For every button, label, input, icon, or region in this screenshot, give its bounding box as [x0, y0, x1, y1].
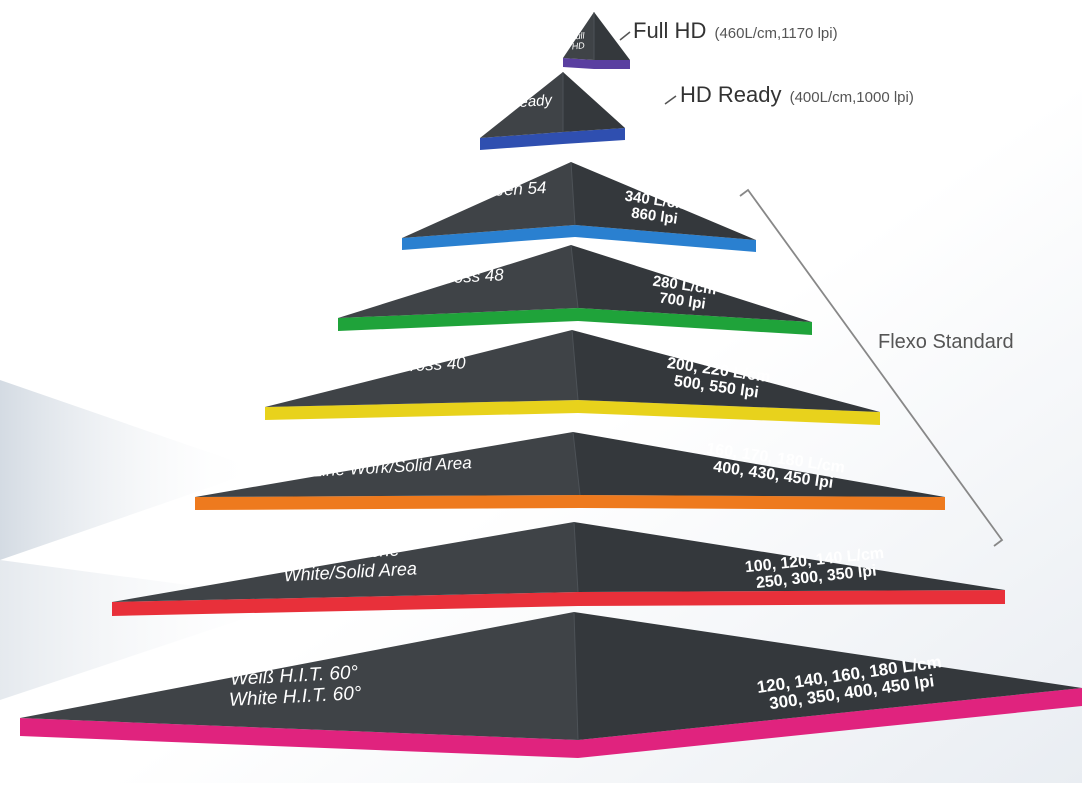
level-face-left — [338, 245, 578, 318]
level-name-line: HD — [571, 40, 585, 51]
level-name: Screen 54 — [469, 178, 547, 201]
level-name-line: Full — [570, 30, 586, 41]
callout-text: HD Ready (400L/cm,1000 lpi) — [680, 82, 914, 107]
callout-leader-line — [619, 31, 631, 41]
level-band-full-hd — [563, 58, 630, 69]
level-face-left — [20, 612, 578, 740]
pyramid-level-full-hd: FullHD — [563, 12, 630, 69]
background-streak — [0, 380, 260, 560]
level-name-line: Screen 54 — [469, 178, 547, 201]
level-face-right — [563, 72, 625, 132]
callout-title: Full HD — [633, 18, 712, 43]
flexo-standard-bracket: Flexo Standard — [739, 188, 1014, 547]
level-name: FullHD — [570, 30, 587, 51]
level-name-line: HD — [518, 76, 541, 94]
level-face-right — [573, 432, 945, 497]
level-band-white-solid — [112, 590, 1005, 616]
level-ridge-line — [573, 521, 579, 593]
callout-detail: (400L/cm,1000 lpi) — [790, 89, 914, 106]
bracket-label: Flexo Standard — [878, 331, 1014, 353]
bracket-line — [739, 188, 1004, 547]
callout-text: Full HD (460L/cm,1170 lpi) — [633, 18, 838, 43]
level-band-cross-40 — [265, 400, 880, 425]
level-ridge-line — [572, 431, 581, 496]
callout-detail: (460L/cm,1170 lpi) — [714, 25, 837, 42]
level-face-right — [571, 245, 812, 322]
level-band-screen-54 — [402, 225, 756, 252]
level-resolution-line: 700 lpi — [658, 289, 707, 312]
pyramid-level-white-hit: Weiß H.I.T. 60°White H.I.T. 60°120, 140,… — [20, 611, 1082, 758]
level-name: Cross 48 — [435, 265, 504, 288]
level-ridge-line — [570, 244, 579, 309]
level-name-line: Cross 40 — [397, 353, 466, 376]
level-name-line: Cross 48 — [435, 265, 504, 288]
level-face-right — [594, 12, 630, 60]
callout-leader-line — [664, 95, 677, 105]
level-band-white-hit — [20, 688, 1082, 758]
level-face-right — [571, 162, 756, 240]
level-ridge-line — [570, 161, 576, 226]
level-name: Cross 40 — [397, 353, 466, 376]
callout-title: HD Ready — [680, 82, 788, 107]
level-face-right — [574, 522, 1005, 592]
level-face-right — [574, 612, 1082, 740]
level-name: Weiß H.I.T. 60°White H.I.T. 60° — [227, 662, 362, 711]
level-name: Weiß/FlächeWhite/Solid Area — [282, 539, 417, 586]
level-band-hd-ready — [480, 128, 625, 150]
level-face-left — [480, 72, 563, 138]
level-face-left — [265, 330, 578, 407]
level-name-line: Ready — [508, 92, 554, 112]
level-ridge-line — [571, 329, 579, 401]
callout-hd-ready: HD Ready (400L/cm,1000 lpi) — [664, 82, 914, 107]
level-face-right — [572, 330, 880, 412]
level-face-left — [195, 432, 580, 497]
level-band-cross-48 — [338, 308, 812, 335]
pyramid-level-hd-ready: HDReady — [480, 72, 625, 150]
level-name: HDReady — [507, 75, 554, 112]
level-face-left — [112, 522, 578, 602]
level-ridge-line — [573, 611, 579, 741]
callout-full-hd: Full HD (460L/cm,1170 lpi) — [619, 18, 838, 43]
level-band-line-work — [195, 495, 945, 510]
level-face-left — [402, 162, 575, 238]
level-resolution-line: 860 lpi — [630, 204, 679, 227]
level-face-left — [563, 12, 594, 60]
